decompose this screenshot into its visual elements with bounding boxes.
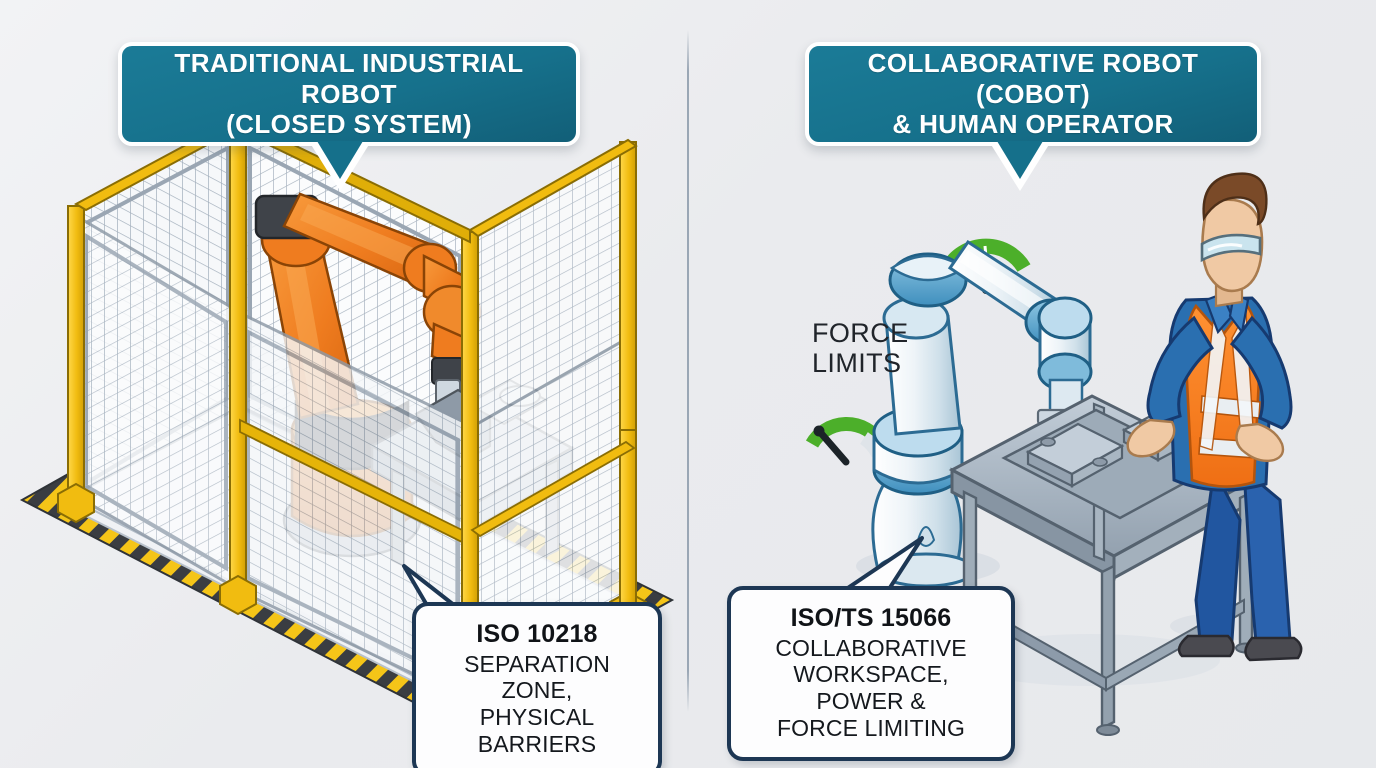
banner-right-tail bbox=[997, 141, 1043, 179]
panel-divider bbox=[687, 30, 689, 712]
workbench bbox=[948, 394, 1260, 736]
banner-left: TRADITIONAL INDUSTRIAL ROBOT (CLOSED SYS… bbox=[118, 42, 580, 146]
callout-left-body: SEPARATION ZONE, PHYSICAL BARRIERS bbox=[464, 650, 610, 757]
callout-right-body: COLLABORATIVE WORKSPACE, POWER & FORCE L… bbox=[775, 634, 967, 741]
banner-right-text: COLLABORATIVE ROBOT (COBOT) & HUMAN OPER… bbox=[867, 48, 1199, 140]
callout-left-title: ISO 10218 bbox=[476, 620, 598, 648]
banner-right: COLLABORATIVE ROBOT (COBOT) & HUMAN OPER… bbox=[805, 42, 1261, 146]
force-limits-annotation: FORCE LIMITS bbox=[812, 318, 909, 379]
callout-iso-10218: ISO 10218 SEPARATION ZONE, PHYSICAL BARR… bbox=[412, 602, 662, 768]
banner-left-tail bbox=[317, 141, 363, 179]
human-operator bbox=[1126, 172, 1303, 662]
callout-right-title: ISO/TS 15066 bbox=[790, 604, 952, 632]
banner-left-text: TRADITIONAL INDUSTRIAL ROBOT (CLOSED SYS… bbox=[174, 48, 524, 140]
callout-iso-ts-15066: ISO/TS 15066 COLLABORATIVE WORKSPACE, PO… bbox=[727, 586, 1015, 762]
